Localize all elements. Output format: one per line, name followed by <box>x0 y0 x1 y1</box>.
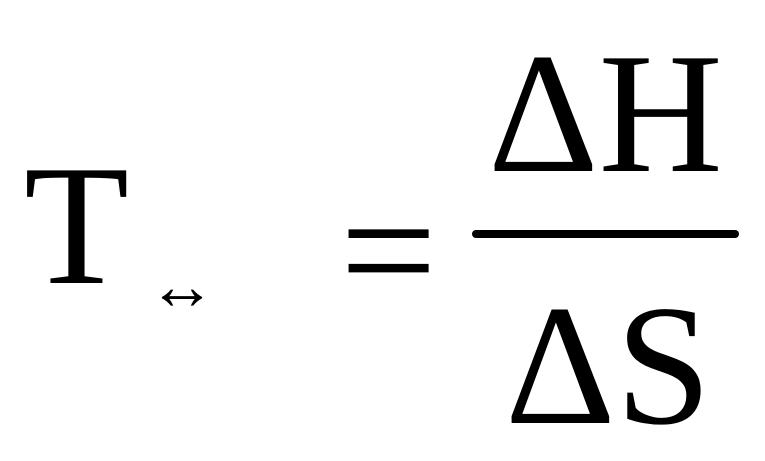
equilibrium-arrow-subscript: ↔ <box>148 248 216 324</box>
fraction-numerator: ΔH <box>488 19 723 209</box>
equals-sign: = <box>340 156 438 346</box>
temperature-symbol: T <box>24 131 130 321</box>
fraction-denominator: ΔS <box>505 271 712 461</box>
fraction-bar <box>472 230 739 238</box>
